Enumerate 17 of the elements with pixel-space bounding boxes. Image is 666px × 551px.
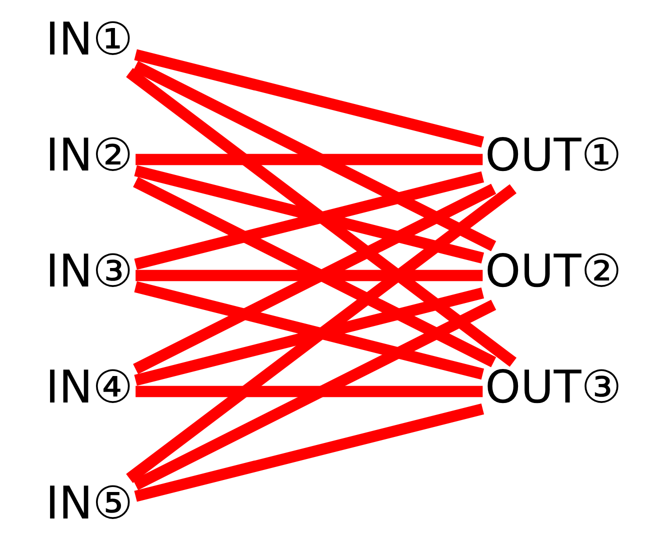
connector — [126, 68, 516, 367]
connector — [132, 60, 496, 252]
connector — [135, 154, 482, 166]
connector — [135, 386, 482, 398]
connector — [126, 184, 516, 483]
node-text: IN② — [45, 128, 133, 182]
connector — [135, 270, 482, 282]
node-text: IN④ — [45, 360, 133, 414]
node-text: OUT① — [484, 128, 622, 182]
node-text: IN① — [45, 12, 133, 66]
node-text: OUT③ — [484, 360, 622, 414]
node-text: OUT② — [484, 244, 622, 298]
connector — [132, 300, 496, 490]
node-text: IN③ — [45, 244, 133, 298]
node-text: IN⑤ — [45, 476, 133, 530]
connector — [134, 403, 484, 502]
connector — [134, 49, 484, 148]
